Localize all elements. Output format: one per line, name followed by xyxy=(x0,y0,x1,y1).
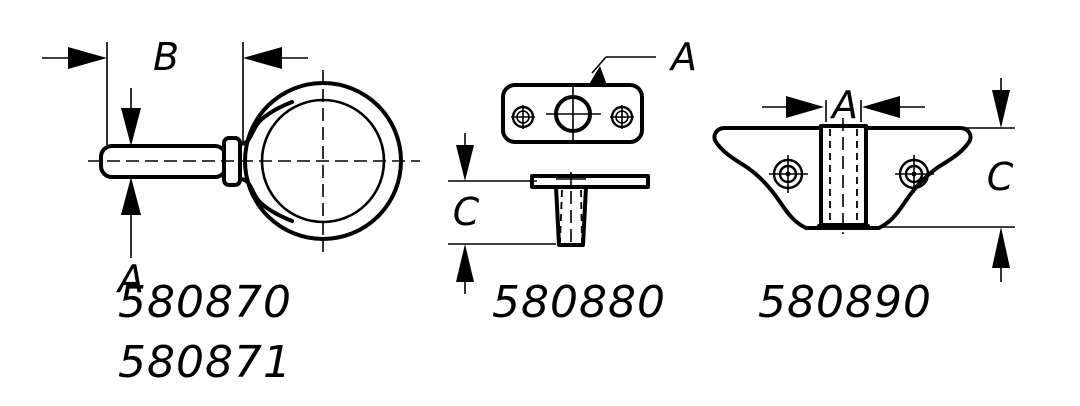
c-arrowhead-bottom-right-view xyxy=(992,227,1010,268)
neck-fillet-top xyxy=(238,100,294,146)
c-arrowhead-top-right-view xyxy=(992,90,1010,128)
b-arrowhead-left xyxy=(68,47,107,69)
a-arrowhead-left-right-view xyxy=(786,96,824,118)
dimension-label-a-left: A xyxy=(115,257,144,301)
a-leader-diagonal-middle xyxy=(591,56,607,74)
dimension-label-c-right: C xyxy=(987,155,1014,199)
part-number-580871: 580871 xyxy=(118,337,292,388)
neck-fillet-bottom xyxy=(238,177,294,223)
view-base-plate: A C 5 xyxy=(448,35,697,328)
dimension-label-c-middle: C xyxy=(453,190,480,234)
c-arrowhead-top-middle xyxy=(456,145,474,181)
view-winged-base: A C 580890 xyxy=(712,78,1015,328)
a-arrowhead-right-right-view xyxy=(862,96,900,118)
part-number-580890: 580890 xyxy=(758,277,932,328)
a-arrowhead-bottom xyxy=(121,177,141,215)
part-number-580870: 580870 xyxy=(118,277,292,328)
a-arrowhead-top xyxy=(121,108,141,146)
boss-hidden-line-right xyxy=(580,189,583,244)
dimension-label-a-middle: A xyxy=(668,35,697,79)
c-arrowhead-bottom-middle xyxy=(456,244,474,282)
b-arrowhead-right xyxy=(243,47,282,69)
dimension-label-b: B xyxy=(153,35,179,79)
boss-hidden-line-left xyxy=(559,189,563,244)
view-ring-handle: B A 580870 580871 xyxy=(42,35,420,388)
part-number-580880: 580880 xyxy=(492,277,666,328)
side-plate-body xyxy=(530,174,650,189)
